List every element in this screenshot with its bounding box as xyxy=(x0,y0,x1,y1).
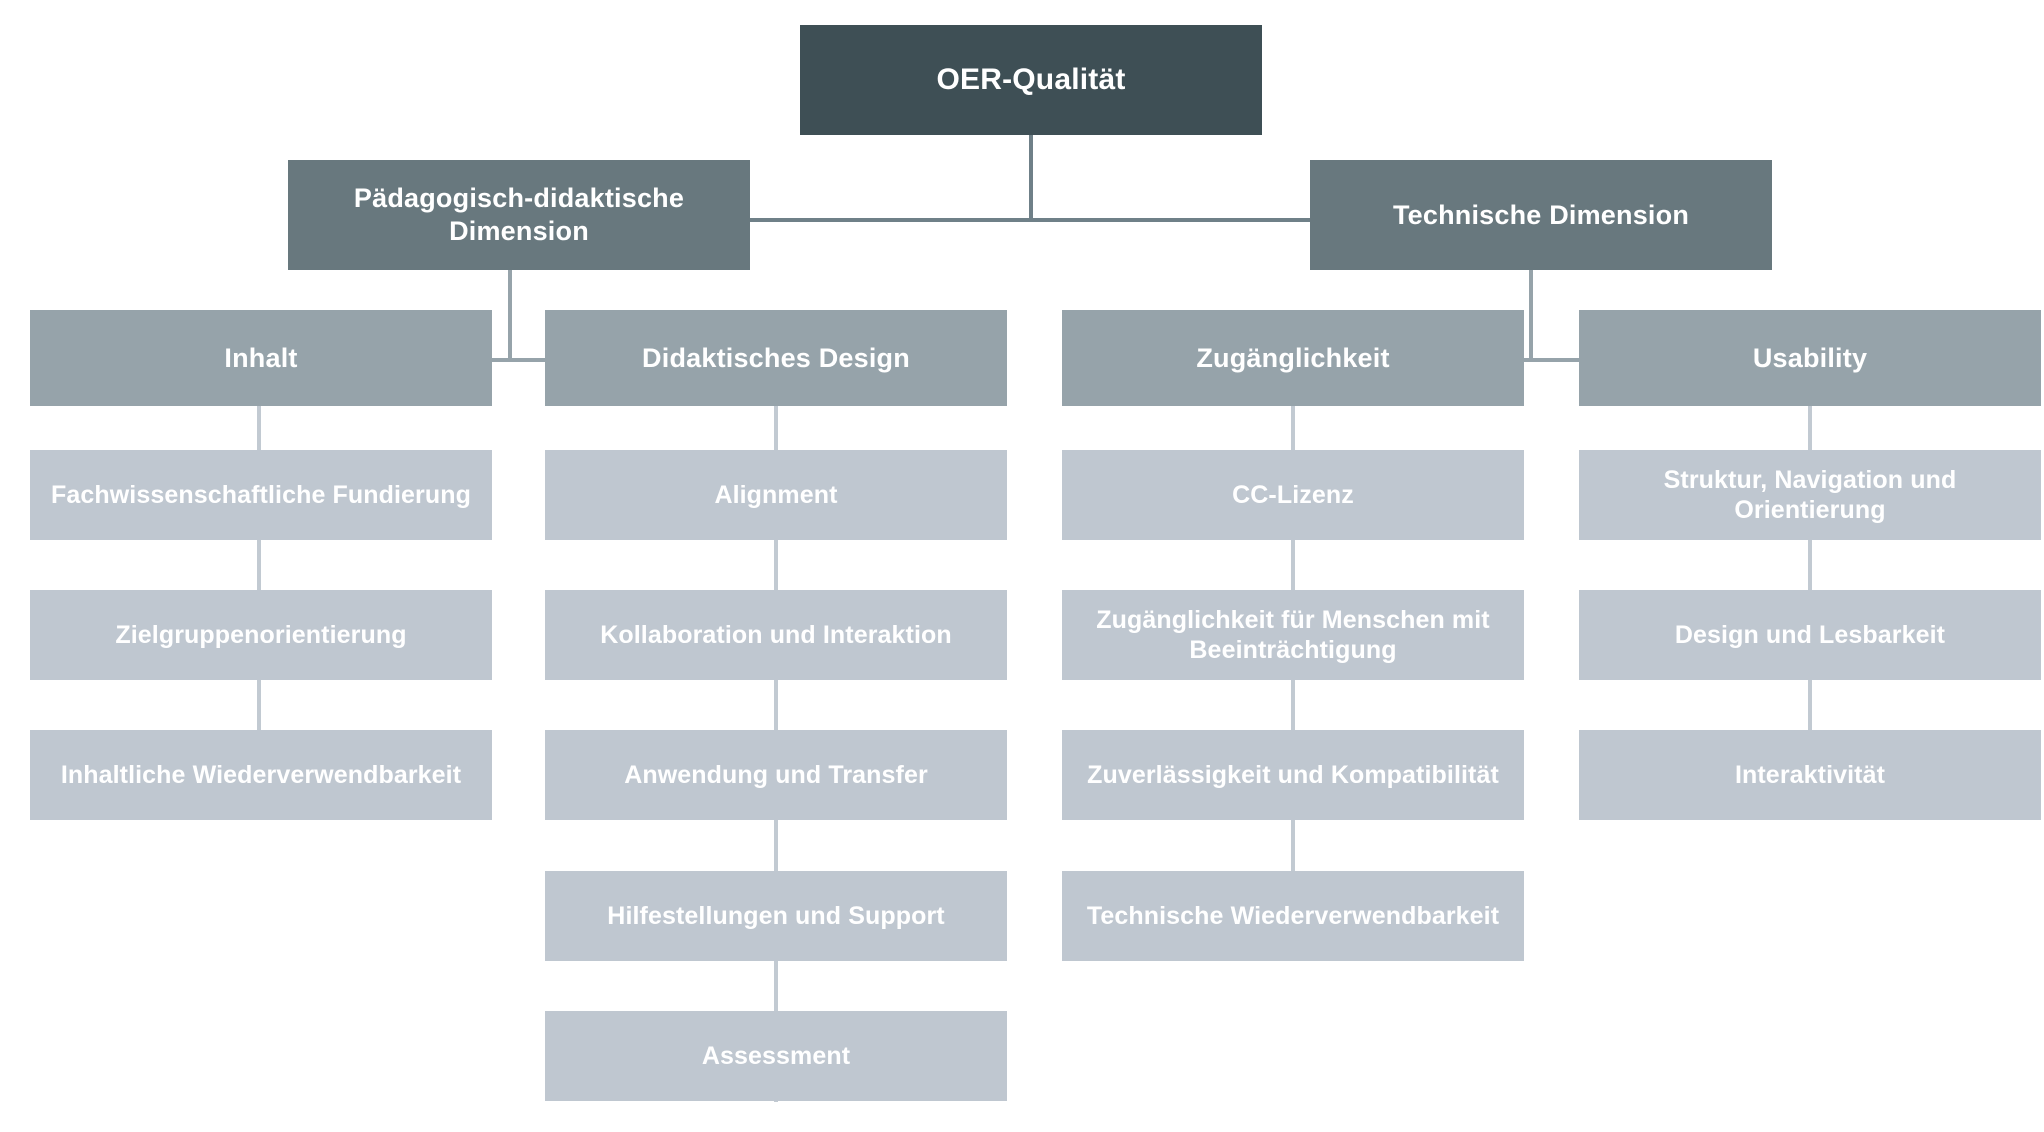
node-zugaenglichkeit[interactable]: Zugänglichkeit xyxy=(1062,310,1524,406)
node-kollaboration-und-interaktion[interactable]: Kollaboration und Interaktion xyxy=(545,590,1007,680)
node-technische-wiederverwendbarkeit[interactable]: Technische Wiederverwendbarkeit xyxy=(1062,871,1524,961)
node-label: Struktur, Navigation und Orientierung xyxy=(1663,465,1957,525)
node-label: Hilfestellungen und Support xyxy=(607,901,945,930)
node-label: Inhalt xyxy=(224,342,298,373)
connector-dimension-bus xyxy=(740,218,1320,222)
node-label: CC-Lizenz xyxy=(1232,480,1354,509)
node-inhaltliche-wiederverwendbarkeit[interactable]: Inhaltliche Wiederverwendbarkeit xyxy=(30,730,492,820)
node-usability[interactable]: Usability xyxy=(1579,310,2041,406)
node-cc-lizenz[interactable]: CC-Lizenz xyxy=(1062,450,1524,540)
node-interaktivitaet[interactable]: Interaktivität xyxy=(1579,730,2041,820)
node-label: OER-Qualität xyxy=(936,62,1126,96)
node-label: Zugänglichkeit xyxy=(1196,342,1390,373)
node-label: Didaktisches Design xyxy=(642,342,910,373)
node-fachwissenschaftliche-fundierung[interactable]: Fachwissenschaftliche Fundierung xyxy=(30,450,492,540)
node-alignment[interactable]: Alignment xyxy=(545,450,1007,540)
node-label: Pädagogisch-didaktische Dimension xyxy=(353,183,685,246)
node-label: Inhaltliche Wiederverwendbarkeit xyxy=(60,760,462,789)
node-label: Alignment xyxy=(714,480,838,509)
node-struktur-navigation-und-orientierung[interactable]: Struktur, Navigation und Orientierung xyxy=(1579,450,2041,540)
node-anwendung-und-transfer[interactable]: Anwendung und Transfer xyxy=(545,730,1007,820)
node-hilfestellungen-und-support[interactable]: Hilfestellungen und Support xyxy=(545,871,1007,961)
node-assessment[interactable]: Assessment xyxy=(545,1011,1007,1101)
node-technische-dimension[interactable]: Technische Dimension xyxy=(1310,160,1772,270)
node-label: Zielgruppenorientierung xyxy=(115,620,407,649)
connector-technical-category-bus xyxy=(1288,358,1800,362)
node-label: Zugänglichkeit für Menschen mit Beeinträ… xyxy=(1096,605,1490,665)
connector-technical-vertical xyxy=(1529,268,1533,360)
node-label: Zuverlässigkeit und Kompatibilität xyxy=(1087,760,1499,789)
node-label: Usability xyxy=(1752,342,1868,373)
node-label: Kollaboration und Interaktion xyxy=(600,620,952,649)
node-zuverlaessigkeit-und-kompatibilitaet[interactable]: Zuverlässigkeit und Kompatibilität xyxy=(1062,730,1524,820)
node-inhalt[interactable]: Inhalt xyxy=(30,310,492,406)
node-label: Technische Dimension xyxy=(1392,199,1690,230)
node-design-und-lesbarkeit[interactable]: Design und Lesbarkeit xyxy=(1579,590,2041,680)
node-didaktisches-design[interactable]: Didaktisches Design xyxy=(545,310,1007,406)
node-oer-qualitaet[interactable]: OER-Qualität xyxy=(800,25,1262,135)
node-label: Design und Lesbarkeit xyxy=(1674,620,1946,649)
node-label: Technische Wiederverwendbarkeit xyxy=(1086,901,1500,930)
connector-root-vertical xyxy=(1029,134,1033,220)
node-zielgruppenorientierung[interactable]: Zielgruppenorientierung xyxy=(30,590,492,680)
connector-col3-spine xyxy=(1291,400,1295,961)
node-label: Interaktivität xyxy=(1734,760,1886,789)
connector-pedagogic-category-bus xyxy=(255,358,767,362)
node-label: Fachwissenschaftliche Fundierung xyxy=(51,480,471,509)
node-paedagogisch-didaktische-dimension[interactable]: Pädagogisch-didaktische Dimension xyxy=(288,160,750,270)
node-label: Anwendung und Transfer xyxy=(624,760,928,789)
connector-pedagogic-vertical xyxy=(508,268,512,360)
node-label: Assessment xyxy=(701,1041,851,1070)
node-zugaenglichkeit-fuer-menschen-mit-beeintraechtigung[interactable]: Zugänglichkeit für Menschen mit Beeinträ… xyxy=(1062,590,1524,680)
